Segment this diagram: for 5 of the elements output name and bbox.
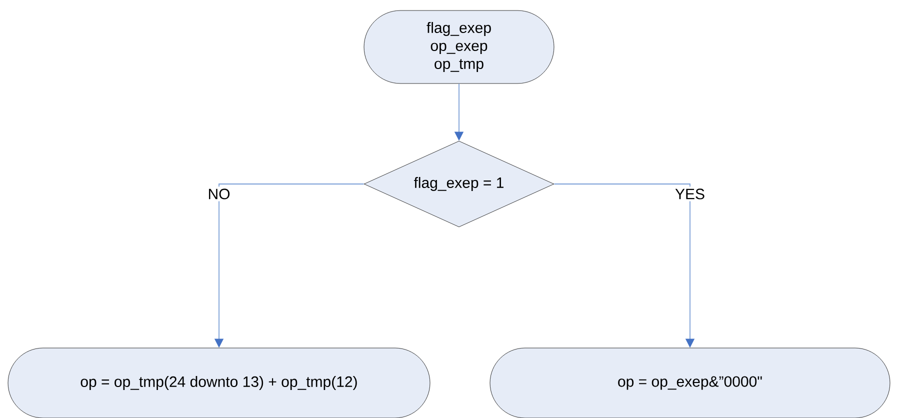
terminal-box: op = op_tmp(24 downto 13) + op_tmp(12) [8,348,430,418]
edge-label: YES [673,186,707,202]
terminal-box: op = op_exep&”0000" [490,348,890,418]
edge-label: NO [206,186,232,202]
terminal-box: flag_exep op_exep op_tmp [364,10,554,84]
